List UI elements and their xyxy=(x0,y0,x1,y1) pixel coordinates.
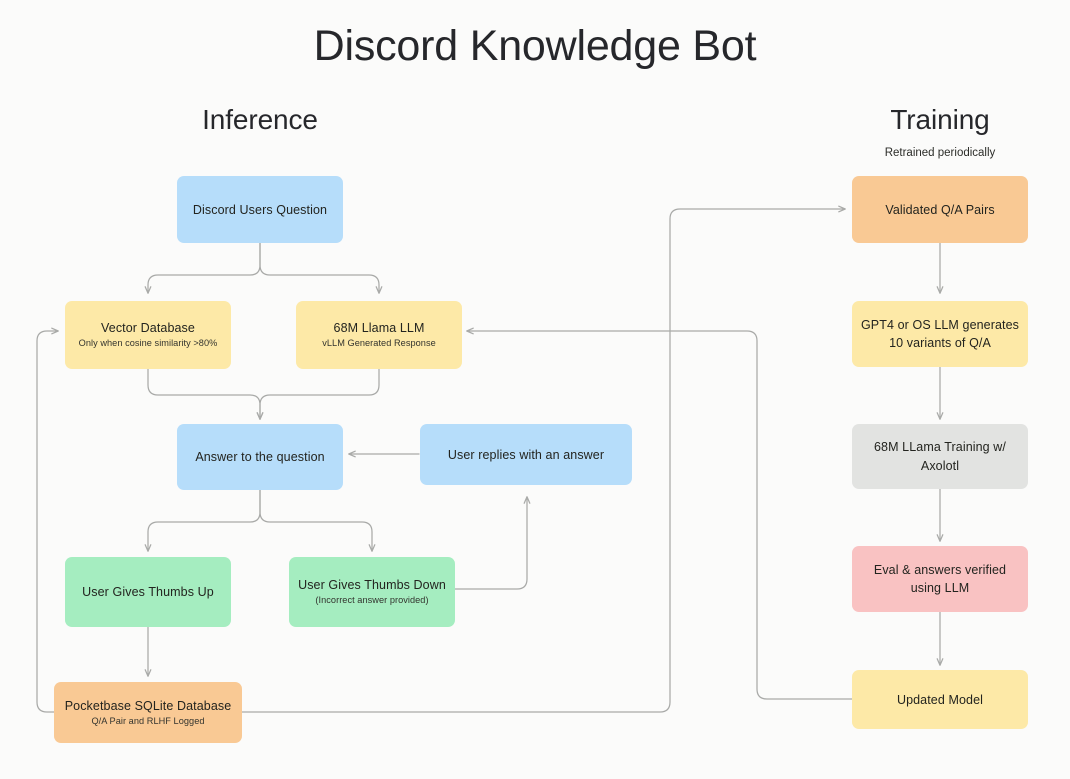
node-validated-qa-pairs[interactable]: Validated Q/A Pairs xyxy=(852,176,1028,243)
node-gpt4-variants[interactable]: GPT4 or OS LLM generates 10 variants of … xyxy=(852,301,1028,367)
section-subtitle-training: Retrained periodically xyxy=(884,147,996,159)
node-title-line1: 68M LLama Training w/ xyxy=(873,440,1007,455)
node-thumbs-up[interactable]: User Gives Thumbs Up xyxy=(65,557,231,627)
node-title: Answer to the question xyxy=(195,450,325,464)
node-vector-database[interactable]: Vector Database Only when cosine similar… xyxy=(65,301,231,369)
node-title: Discord Users Question xyxy=(192,202,328,217)
node-title: Pocketbase SQLite Database xyxy=(64,698,232,713)
node-title: User Gives Thumbs Down xyxy=(298,578,446,593)
edge-thumbs-down-to-user-replies xyxy=(454,497,527,590)
edge-vector-db-to-answer xyxy=(147,368,260,419)
node-title: User Gives Thumbs Up xyxy=(82,585,214,599)
section-heading-training: Training xyxy=(890,104,990,135)
node-title: Vector Database xyxy=(101,321,195,336)
edge-pocketbase-to-vector-db xyxy=(36,331,58,713)
node-subtitle: (Incorrect answer provided) xyxy=(315,595,429,606)
edge-answer-to-thumbs-up xyxy=(148,489,261,551)
node-llama-llm[interactable]: 68M Llama LLM vLLM Generated Response xyxy=(296,301,462,369)
node-title: 68M Llama LLM xyxy=(333,321,425,336)
node-updated-model[interactable]: Updated Model xyxy=(852,670,1028,729)
node-subtitle: Q/A Pair and RLHF Logged xyxy=(91,715,205,726)
page-title: Discord Knowledge Bot xyxy=(313,22,757,70)
node-title: Validated Q/A Pairs xyxy=(885,202,995,217)
edge-updated-model-to-llama-llm xyxy=(467,331,853,700)
node-pocketbase[interactable]: Pocketbase SQLite Database Q/A Pair and … xyxy=(54,682,242,743)
node-title-line1: GPT4 or OS LLM generates xyxy=(860,317,1020,332)
node-title-line2: using LLM xyxy=(910,581,970,595)
node-title-line2: 10 variants of Q/A xyxy=(889,336,991,350)
edge-question-to-vector-db xyxy=(148,242,261,293)
node-title-line2: Axolotl xyxy=(920,458,960,473)
edge-llama-llm-to-answer xyxy=(260,368,380,419)
node-user-replies[interactable]: User replies with an answer xyxy=(420,424,632,485)
node-title-line1: Eval & answers verified xyxy=(873,562,1007,577)
edge-answer-to-thumbs-down xyxy=(259,489,372,551)
node-subtitle: Only when cosine similarity >80% xyxy=(78,338,218,349)
edge-question-to-llama-llm xyxy=(259,242,379,293)
node-llama-training[interactable]: 68M LLama Training w/ Axolotl xyxy=(852,424,1028,489)
node-title: Updated Model xyxy=(896,692,984,707)
node-answer-to-question[interactable]: Answer to the question xyxy=(177,424,343,490)
node-subtitle: vLLM Generated Response xyxy=(322,338,436,349)
section-heading-inference: Inference xyxy=(202,104,318,135)
node-title: User replies with an answer xyxy=(447,447,605,462)
node-eval-verified[interactable]: Eval & answers verified using LLM xyxy=(852,546,1028,612)
node-discord-users-question[interactable]: Discord Users Question xyxy=(177,176,343,243)
node-thumbs-down[interactable]: User Gives Thumbs Down (Incorrect answer… xyxy=(289,557,455,627)
